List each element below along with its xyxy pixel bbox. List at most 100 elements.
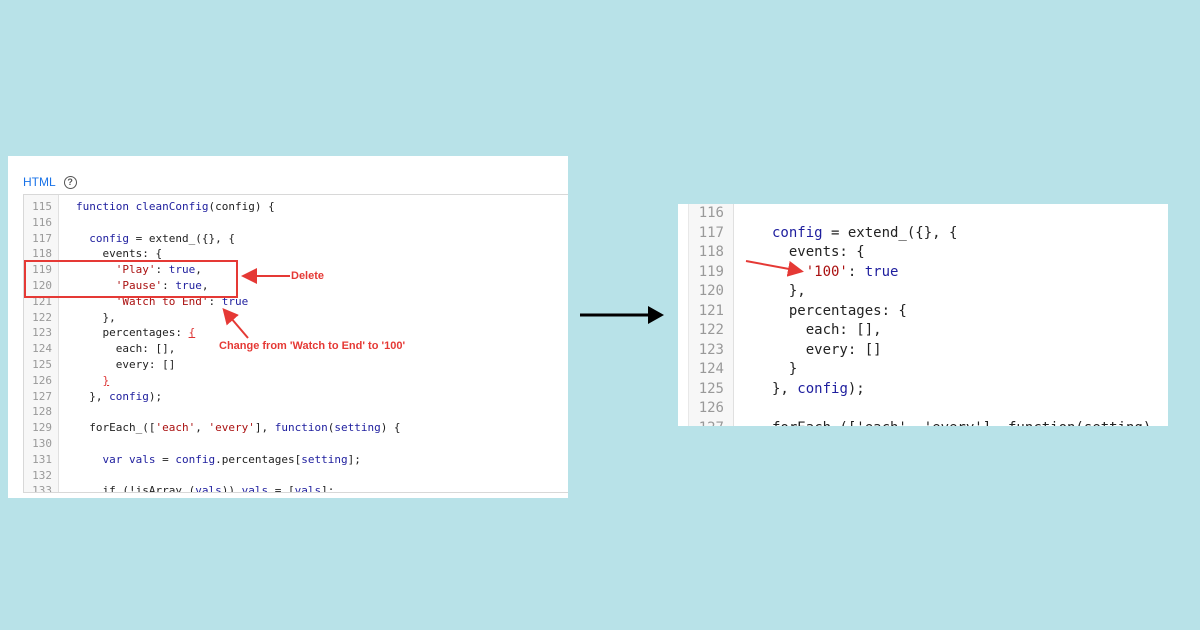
line-number: 126 bbox=[698, 400, 724, 416]
line-number: 127 bbox=[32, 389, 52, 403]
line-number: 116 bbox=[32, 215, 52, 229]
line-number: 127 bbox=[692, 419, 724, 427]
code-line: 121 'Watch to End': true bbox=[24, 294, 568, 310]
code-token: }, bbox=[76, 389, 110, 403]
line-number: 133 bbox=[32, 484, 52, 493]
code-token: each: [], bbox=[772, 322, 882, 338]
code-token: config bbox=[772, 224, 823, 241]
line-number: 123 bbox=[32, 326, 52, 340]
code-text: '100': true bbox=[772, 263, 899, 283]
code-line: 122 }, bbox=[24, 310, 568, 326]
code-token: function bbox=[274, 421, 328, 435]
code-text: } bbox=[76, 373, 110, 389]
line-number: 120 bbox=[32, 278, 52, 292]
code-token: : bbox=[208, 294, 222, 308]
code-text: 'Pause': true, bbox=[76, 278, 209, 294]
code-token: 'Watch to End' bbox=[76, 294, 209, 308]
code-token: every: [] bbox=[772, 341, 882, 358]
code-line: 131 var vals = config.percentages[settin… bbox=[24, 452, 568, 468]
code-token: 'Pause' bbox=[76, 278, 163, 292]
question-circle-icon[interactable]: ? bbox=[63, 175, 77, 189]
code-token: 'Play' bbox=[76, 263, 156, 277]
line-number: 129 bbox=[32, 421, 52, 435]
code-token: function bbox=[76, 200, 136, 213]
code-line: 116 bbox=[678, 204, 1168, 224]
line-number: 125 bbox=[698, 380, 724, 397]
code-line: 125 every: [] bbox=[24, 357, 568, 373]
code-token: percentages: bbox=[76, 326, 189, 340]
code-token: vals bbox=[195, 484, 222, 493]
code-token: forEach_([ bbox=[76, 421, 156, 435]
code-token: : bbox=[155, 263, 169, 277]
code-token: ) { bbox=[380, 421, 401, 435]
line-number: 132 bbox=[32, 468, 52, 482]
code-token: }, bbox=[772, 283, 806, 299]
code-token: ( bbox=[327, 421, 335, 435]
code-token: )) bbox=[221, 484, 242, 493]
line-number: 117 bbox=[698, 224, 724, 241]
line-number: 115 bbox=[32, 200, 52, 213]
code-line: 119 'Play': true, bbox=[24, 262, 568, 278]
code-line: 119 '100': true bbox=[678, 263, 1168, 283]
line-number-gutter bbox=[24, 195, 59, 492]
code-line: 118 events: { bbox=[24, 246, 568, 262]
code-token: true bbox=[221, 294, 249, 308]
code-line: 130 bbox=[24, 436, 568, 452]
line-number: 128 bbox=[32, 405, 52, 419]
line-number: 119 bbox=[32, 263, 52, 277]
code-token: forEach_(['each', 'every'], function(set… bbox=[772, 420, 1151, 427]
code-text: if (!isArray_(vals)) vals = [vals]; bbox=[76, 483, 335, 493]
code-text: events: { bbox=[76, 246, 162, 262]
line-number: 131 bbox=[32, 452, 52, 466]
line-number: 118 bbox=[698, 244, 724, 260]
code-token: , bbox=[195, 421, 209, 435]
code-token bbox=[76, 453, 103, 466]
code-token: events: { bbox=[76, 247, 163, 261]
code-token: 'every' bbox=[208, 421, 255, 435]
code-line: 117 config = extend_({}, { bbox=[678, 224, 1168, 244]
code-token: vals bbox=[241, 484, 269, 493]
code-line: 127 forEach_(['each', 'every'], function(… bbox=[678, 419, 1168, 427]
code-token: if (!isArray_( bbox=[76, 484, 196, 493]
code-text: every: [] bbox=[772, 341, 882, 361]
code-text: } bbox=[772, 360, 797, 380]
code-line: 126 bbox=[678, 399, 1168, 419]
code-token: true bbox=[864, 263, 899, 280]
line-number: 122 bbox=[32, 310, 52, 324]
code-token: ]; bbox=[321, 484, 335, 493]
code-line: 132 bbox=[24, 468, 568, 484]
code-token: ], bbox=[254, 421, 275, 435]
code-line: 120 'Pause': true, bbox=[24, 278, 568, 294]
code-token: '100' bbox=[772, 263, 848, 280]
code-line: 126 } bbox=[24, 373, 568, 389]
line-number: 118 bbox=[32, 247, 52, 261]
code-text: config = extend_({}, { bbox=[772, 224, 957, 244]
code-text: each: [], bbox=[772, 321, 882, 341]
line-number: 116 bbox=[698, 205, 724, 221]
code-text: }, bbox=[772, 282, 806, 302]
code-line: 129 forEach_(['each', 'every'], function… bbox=[24, 420, 568, 436]
code-token: } bbox=[772, 361, 798, 377]
code-line: 125}, config); bbox=[678, 380, 1168, 400]
code-text: 'Watch to End': true bbox=[76, 294, 248, 310]
code-token: var bbox=[102, 452, 129, 466]
code-text: }, config); bbox=[76, 389, 162, 405]
code-line: 117 config = extend_({}, { bbox=[24, 231, 568, 247]
code-token: : bbox=[847, 263, 865, 280]
line-number: 121 bbox=[32, 294, 52, 308]
code-text: events: { bbox=[772, 243, 865, 263]
line-number: 130 bbox=[32, 436, 52, 450]
code-line: 118 events: { bbox=[678, 243, 1168, 263]
line-number: 122 bbox=[698, 322, 724, 338]
code-text: config = extend_({}, { bbox=[76, 231, 235, 247]
line-number: 119 bbox=[698, 263, 724, 280]
code-token: setting bbox=[301, 452, 348, 466]
code-text: each: [], bbox=[76, 341, 176, 357]
line-number: 117 bbox=[32, 231, 52, 245]
code-text: percentages: { bbox=[76, 325, 195, 341]
code-token: vals bbox=[129, 452, 156, 466]
